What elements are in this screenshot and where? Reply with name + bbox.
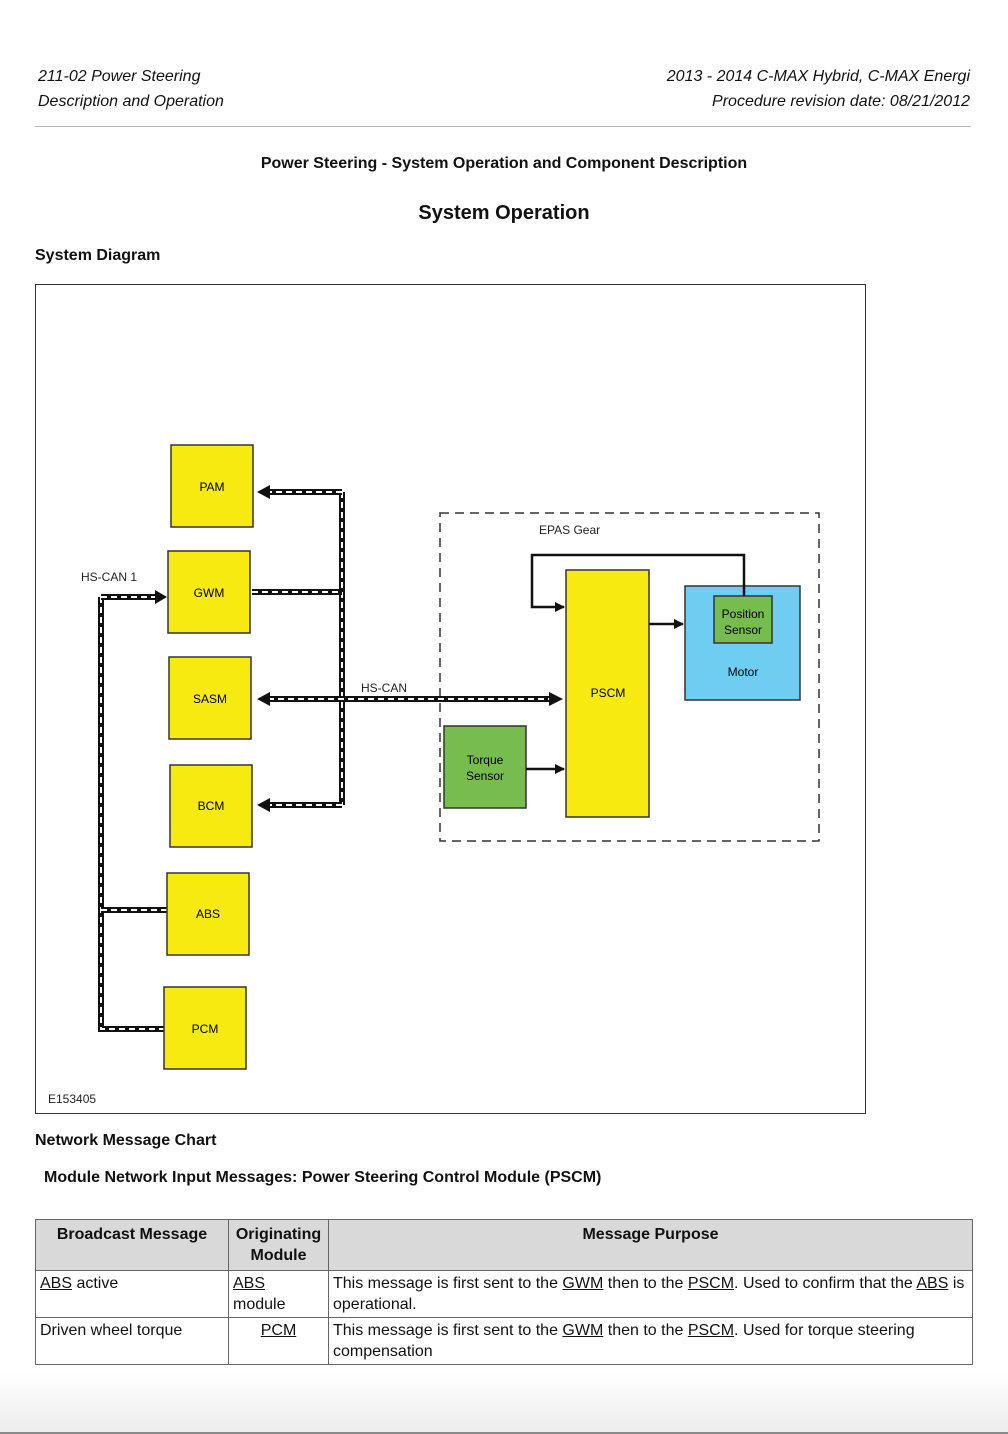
module-pscm: PSCM xyxy=(565,569,650,818)
hs-can-1-label: HS-CAN 1 xyxy=(81,570,137,584)
abs-link[interactable]: ABS xyxy=(916,1275,949,1292)
module-abs-label: ABS xyxy=(196,907,220,921)
table-header-row: Broadcast Message Originating Module Mes… xyxy=(35,1219,973,1271)
header-left: 211-02 Power Steering Description and Op… xyxy=(38,64,224,114)
cell-message-purpose: This message is first sent to the GWM th… xyxy=(328,1317,973,1365)
module-abs: ABS xyxy=(166,872,250,956)
module-gwm-label: GWM xyxy=(194,586,225,600)
header-divider xyxy=(35,126,971,127)
module-sasm: SASM xyxy=(168,656,252,740)
table-row: Driven wheel torque PCM This message is … xyxy=(35,1317,973,1365)
purpose-text: then to the xyxy=(603,1322,688,1339)
header-right: 2013 - 2014 C-MAX Hybrid, C-MAX Energi P… xyxy=(667,64,970,114)
module-gwm: GWM xyxy=(167,550,251,634)
header-originating-module: Originating Module xyxy=(228,1219,329,1271)
torque-sensor-label-1: Torque xyxy=(467,753,504,767)
network-message-table: Broadcast Message Originating Module Mes… xyxy=(35,1219,973,1365)
cell-broadcast-message: ABS active xyxy=(35,1270,229,1318)
table-title: Module Network Input Messages: Power Ste… xyxy=(44,1169,602,1186)
epas-gear-boundary xyxy=(439,512,820,842)
module-pam: PAM xyxy=(170,444,254,528)
module-pcm-label: PCM xyxy=(192,1022,219,1036)
purpose-text: This message is first sent to the xyxy=(333,1275,563,1292)
epas-gear-label: EPAS Gear xyxy=(539,523,600,537)
header-originating-line1: Originating xyxy=(235,1226,322,1243)
module-pcm: PCM xyxy=(163,986,247,1070)
cell-originating-module: PCM xyxy=(228,1317,329,1365)
cell-broadcast-message: Driven wheel torque xyxy=(35,1317,229,1365)
purpose-text: then to the xyxy=(603,1275,688,1292)
module-pscm-label: PSCM xyxy=(591,686,626,700)
header-section-subtitle: Description and Operation xyxy=(38,93,224,110)
header-broadcast-message: Broadcast Message xyxy=(35,1219,229,1271)
position-sensor-label-1: Position xyxy=(722,607,765,621)
torque-sensor: Torque Sensor xyxy=(443,725,527,809)
hs-can-bus xyxy=(252,485,563,812)
abs-module-link[interactable]: ABS xyxy=(233,1275,266,1292)
module-pam-label: PAM xyxy=(199,480,224,494)
document-title: Power Steering - System Operation and Co… xyxy=(260,155,748,172)
position-sensor: Position Sensor xyxy=(713,595,773,644)
hs-can-1-bus xyxy=(98,590,167,1032)
header-message-purpose: Message Purpose xyxy=(328,1219,973,1271)
purpose-text: . Used for torque steering compensation xyxy=(333,1322,915,1360)
pcm-link[interactable]: PCM xyxy=(260,1322,297,1339)
pscm-link[interactable]: PSCM xyxy=(687,1275,735,1292)
position-sensor-label-2: Sensor xyxy=(724,623,762,637)
header-revision-date: Procedure revision date: 08/21/2012 xyxy=(712,93,970,110)
abs-link[interactable]: ABS xyxy=(40,1275,73,1292)
table-row: ABS active ABS module This message is fir… xyxy=(35,1270,973,1318)
system-diagram: EPAS Gear HS-CAN 1 xyxy=(35,284,866,1114)
torque-sensor-label-2: Sensor xyxy=(466,769,504,783)
purpose-text: This message is first sent to the xyxy=(333,1322,563,1339)
gwm-link[interactable]: GWM xyxy=(562,1322,604,1339)
purpose-text: is operational. xyxy=(333,1275,965,1313)
header-vehicle: 2013 - 2014 C-MAX Hybrid, C-MAX Energi xyxy=(666,68,970,85)
module-bcm-label: BCM xyxy=(198,799,225,813)
header-originating-line2: Module xyxy=(250,1247,307,1264)
orig-text: module xyxy=(233,1296,286,1313)
cell-message-purpose: This message is first sent to the GWM th… xyxy=(328,1270,973,1318)
epas-connectors xyxy=(526,553,746,774)
module-bcm: BCM xyxy=(169,764,253,848)
figure-id: E153405 xyxy=(48,1092,96,1106)
msg-text: active xyxy=(72,1275,119,1292)
cell-originating-module: ABS module xyxy=(228,1270,329,1318)
network-message-chart-heading: Network Message Chart xyxy=(35,1132,217,1149)
pscm-link[interactable]: PSCM xyxy=(687,1322,735,1339)
hs-can-label: HS-CAN xyxy=(361,681,407,695)
purpose-text: . Used to confirm that the xyxy=(734,1275,917,1292)
page-bottom-edge xyxy=(0,1372,1008,1434)
section-title: System Operation xyxy=(418,202,590,224)
system-diagram-heading: System Diagram xyxy=(35,247,161,264)
header-section-title: 211-02 Power Steering xyxy=(38,68,201,85)
module-sasm-label: SASM xyxy=(193,692,227,706)
gwm-link[interactable]: GWM xyxy=(562,1275,604,1292)
system-diagram-svg: EPAS Gear HS-CAN 1 xyxy=(48,444,820,1106)
motor-label: Motor xyxy=(728,665,759,679)
